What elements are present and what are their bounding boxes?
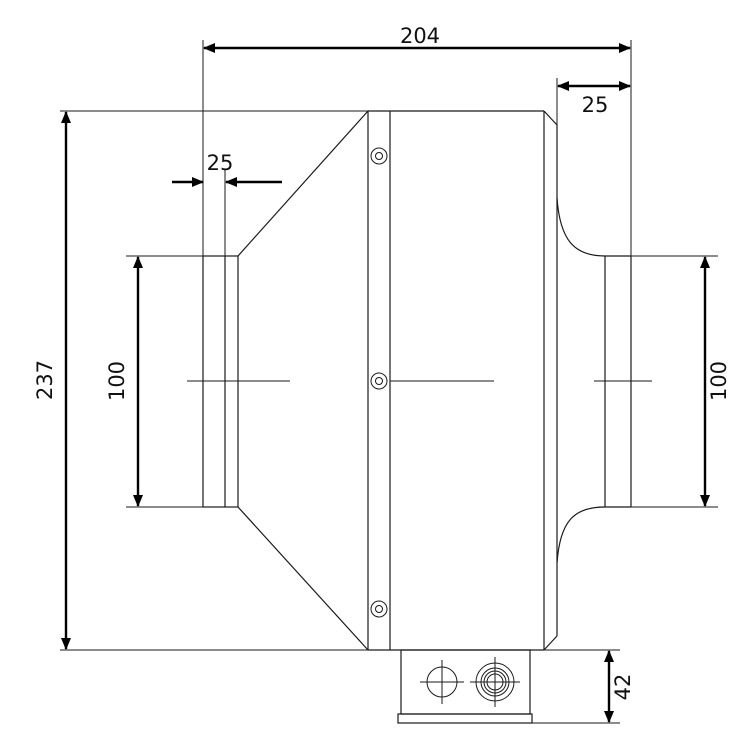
dimension-right-diameter: 100: [700, 256, 731, 507]
dimension-label-25-right: 25: [582, 93, 609, 117]
dimension-right-spigot-length: 25: [557, 81, 631, 117]
dimension-left-diameter: 100: [105, 256, 143, 507]
dimension-label-42: 42: [611, 674, 635, 701]
flange-bolt-top: [370, 147, 388, 165]
flange-bolt-bottom: [370, 600, 388, 618]
dimension-label-204: 204: [400, 24, 440, 48]
dimension-height: 237: [33, 111, 71, 650]
flange-bolt-middle: [370, 372, 388, 390]
dimension-label-100-left: 100: [105, 361, 129, 401]
cable-gland-right: [470, 657, 520, 707]
extension-lines: [60, 40, 718, 724]
dimension-label-237: 237: [33, 360, 57, 400]
cable-gland-left: [420, 660, 464, 704]
dimension-left-spigot-length: 25: [172, 151, 282, 187]
dimension-label-100-right: 100: [707, 361, 731, 401]
dimension-overall-length: 204: [203, 24, 631, 53]
dimension-terminal-box-height: 42: [604, 650, 635, 723]
dimension-label-25-left: 25: [207, 151, 234, 175]
terminal-box: [397, 649, 533, 724]
